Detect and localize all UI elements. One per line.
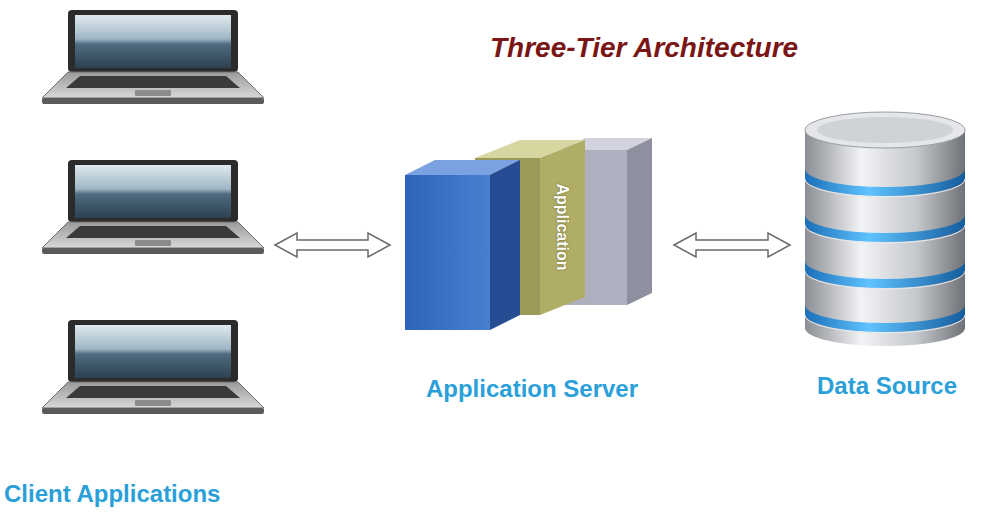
client-group: Client Applications xyxy=(0,5,275,510)
data-source: Data Source xyxy=(790,100,984,410)
laptop-icon xyxy=(42,160,264,254)
server-text: Application xyxy=(553,183,571,270)
server-text-frame: Application xyxy=(542,162,582,292)
application-server: ApplicationApplication Server xyxy=(390,130,674,415)
data-source-label: Data Source xyxy=(790,372,984,400)
laptop-icon xyxy=(42,320,264,414)
data-source-art xyxy=(790,100,984,410)
double-arrow xyxy=(275,233,390,257)
client-group-art xyxy=(0,5,275,510)
laptop-icon xyxy=(42,10,264,104)
server-boxes xyxy=(405,138,652,330)
group-label: Client Applications xyxy=(4,480,220,508)
double-arrow xyxy=(674,233,790,257)
database-cylinder xyxy=(805,112,965,346)
server-label: Application Server xyxy=(390,375,674,403)
application-server-art xyxy=(390,130,674,415)
diagram-title: Three-Tier Architecture xyxy=(490,32,798,64)
